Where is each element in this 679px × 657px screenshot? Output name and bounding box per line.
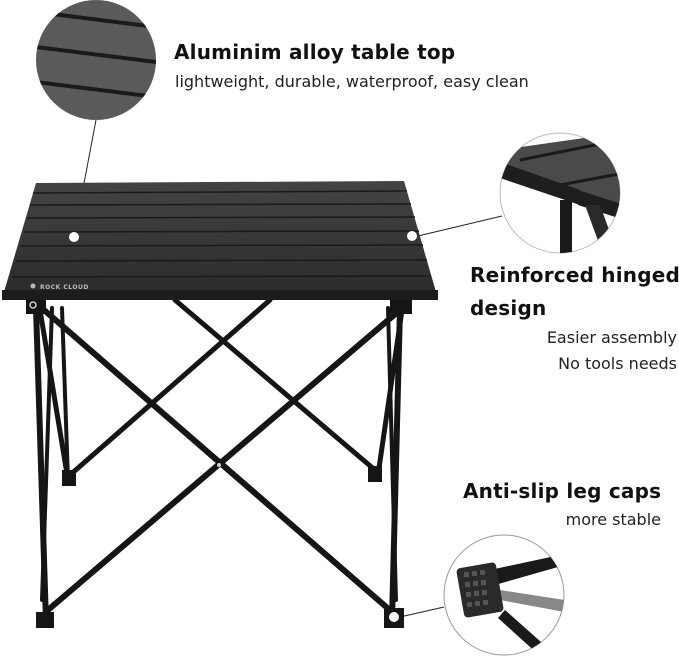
- feature-title-hinge-line1: Reinforced hinged: [470, 263, 679, 287]
- feature-desc-hinge-line1: Easier assembly: [546, 328, 677, 347]
- leader-line: [417, 215, 503, 237]
- brand-label: ROCK CLOUD: [40, 284, 89, 291]
- feature-title-legcaps: Anti-slip leg caps: [463, 479, 662, 503]
- feature-desc-tabletop: lightweight, durable, waterproof, easy c…: [175, 72, 529, 91]
- leg-cap-detail-icon: [443, 534, 565, 656]
- brand-logo-icon: [30, 283, 36, 289]
- leader-line: [399, 606, 445, 618]
- feature-title-hinge-line2: design: [470, 296, 547, 320]
- feature-desc-hinge-line2: No tools needs: [558, 354, 677, 373]
- table-image: ROCK CLOUD: [2, 181, 438, 628]
- table-top-detail-icon: [36, 0, 156, 120]
- feature-title-tabletop: Aluminim alloy table top: [174, 40, 456, 64]
- hinge-detail-icon: [499, 132, 621, 254]
- feature-desc-legcaps: more stable: [565, 510, 661, 529]
